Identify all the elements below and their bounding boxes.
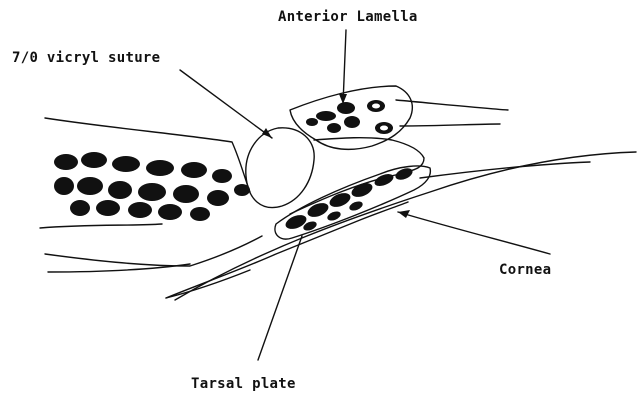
- lid-lower-contour: [45, 236, 262, 266]
- suture-arrowhead: [262, 128, 272, 138]
- leader-vicryl-suture: [180, 70, 272, 138]
- suture-loop: [246, 128, 314, 208]
- lamella-bundles: [306, 100, 393, 134]
- label-tarsal-plate: Tarsal plate: [191, 376, 296, 392]
- leader-cornea: [398, 212, 550, 254]
- tarsal-lower-edge: [166, 270, 250, 298]
- label-anterior-lamella: Anterior Lamella: [278, 9, 418, 25]
- label-cornea: Cornea: [499, 262, 551, 278]
- lamella-fibers-lower: [400, 124, 500, 126]
- cornea-arrowhead: [398, 210, 410, 218]
- lower-skin-outline: [40, 224, 162, 228]
- orbicularis-bundles: [54, 152, 250, 221]
- label-vicryl-suture: 7/0 vicryl suture: [12, 50, 160, 66]
